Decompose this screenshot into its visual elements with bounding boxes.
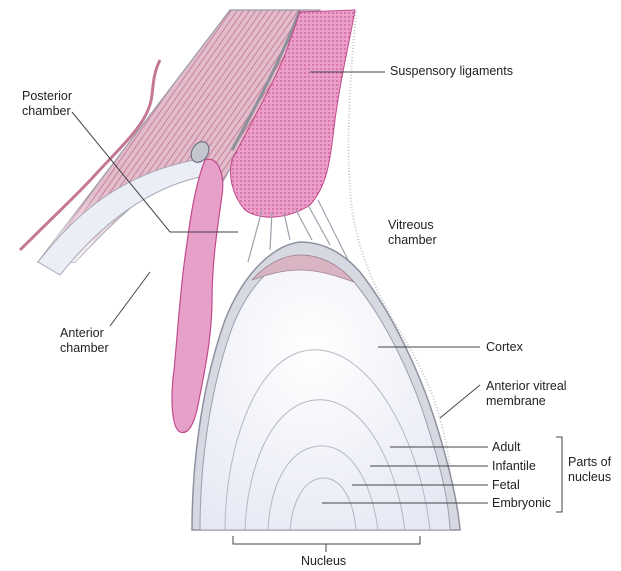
label-suspensory-ligaments: Suspensory ligaments bbox=[390, 64, 513, 79]
label-infantile: Infantile bbox=[492, 459, 536, 474]
label-posterior-chamber: Posterior chamber bbox=[22, 89, 72, 119]
label-adult: Adult bbox=[492, 440, 521, 455]
label-anterior-vitreal-membrane: Anterior vitreal membrane bbox=[486, 379, 567, 409]
label-vitreous-chamber: Vitreous chamber bbox=[388, 218, 437, 248]
label-nucleus: Nucleus bbox=[301, 554, 346, 569]
label-parts-of-nucleus: Parts of nucleus bbox=[568, 455, 611, 485]
label-anterior-chamber: Anterior chamber bbox=[60, 326, 109, 356]
label-embryonic: Embryonic bbox=[492, 496, 551, 511]
label-fetal: Fetal bbox=[492, 478, 520, 493]
label-cortex: Cortex bbox=[486, 340, 523, 355]
